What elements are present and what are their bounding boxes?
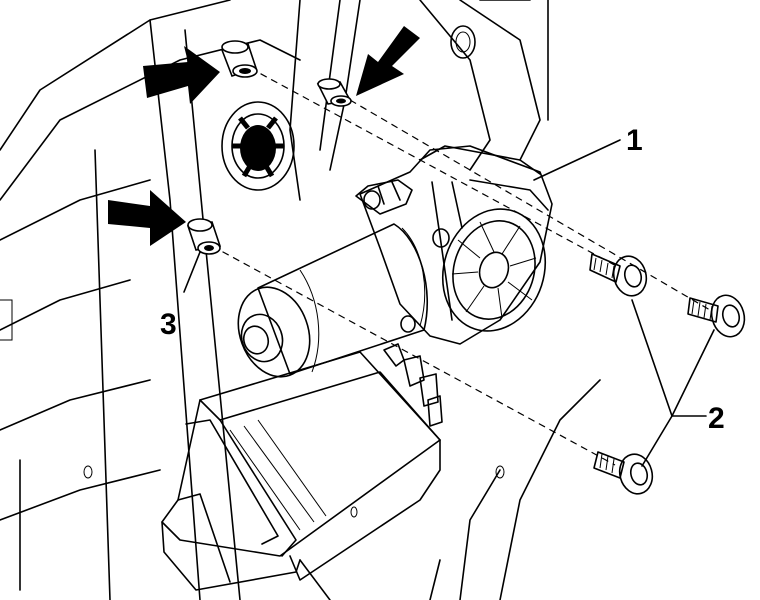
bolt-lower-left — [593, 451, 654, 495]
door-panel — [0, 0, 601, 600]
window-motor — [161, 145, 553, 591]
callout-1: 1 — [626, 124, 643, 157]
bolt-upper-left — [589, 253, 648, 297]
door-port — [221, 101, 295, 191]
arrow-upper-left — [143, 46, 220, 104]
callout-2: 2 — [708, 402, 725, 435]
bolt-right — [687, 294, 746, 338]
arrow-lower-left — [108, 190, 186, 246]
upper-left-bushing — [220, 40, 258, 78]
upper-right-bushing — [316, 78, 352, 107]
arrow-upper-right — [356, 26, 420, 96]
callout-3: 3 — [160, 308, 177, 341]
alignment-lines — [211, 67, 711, 466]
leader-lines — [183, 139, 715, 467]
lower-left-bushing — [186, 218, 222, 255]
